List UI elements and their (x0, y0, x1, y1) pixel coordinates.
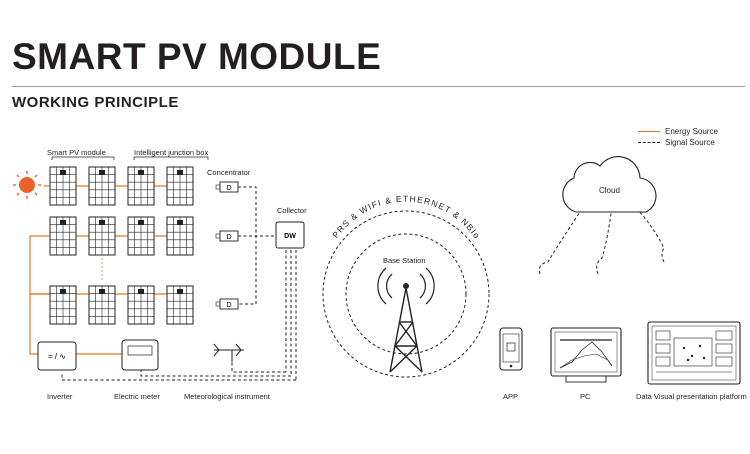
pc-label: PC (580, 392, 591, 401)
legend: Energy Source Signal Source (638, 126, 718, 148)
pv-module (166, 285, 194, 325)
page-subtitle: WORKING PRINCIPLE (12, 94, 179, 111)
pv-module (88, 285, 116, 325)
collector-device: DW (275, 221, 305, 249)
electric-meter-device (121, 339, 159, 371)
legend-signal: Signal Source (638, 137, 718, 148)
svg-text:DW: DW (284, 233, 296, 240)
signal-line-icon (638, 142, 660, 143)
meteorological-instrument-label: Meteorological instrument (184, 392, 270, 401)
svg-text:= / ∿: = / ∿ (48, 352, 66, 361)
pv-module (88, 216, 116, 256)
legend-energy-label: Energy Source (665, 127, 718, 136)
platform-screen-device (647, 321, 741, 385)
signal-wiring (61, 186, 665, 381)
pv-array (49, 166, 194, 325)
cloud-label: Cloud (599, 186, 620, 195)
pv-module (166, 216, 194, 256)
pv-module (127, 166, 155, 206)
pv-module (127, 216, 155, 256)
sun-icon (13, 171, 41, 199)
pc-monitor-device (550, 327, 622, 383)
platform-label: Data Visual presentation platform (636, 392, 747, 401)
app-label: APP (503, 392, 519, 401)
pv-module (127, 285, 155, 325)
app-phone-device (499, 327, 523, 371)
base-station-label: Base Station (383, 256, 426, 265)
concentrator-label: Concentrator (207, 168, 251, 177)
tower-icon (389, 287, 423, 373)
pv-module (88, 166, 116, 206)
energy-wiring (29, 185, 190, 355)
pv-module-label: Smart PV module (47, 148, 106, 157)
junction-box-label: Intelligent junction box (134, 148, 209, 157)
collector-label: Collector (277, 206, 307, 215)
energy-line-icon (638, 131, 660, 132)
pv-module (49, 166, 77, 206)
legend-signal-label: Signal Source (665, 138, 715, 147)
cloud-icon (562, 156, 657, 213)
page-title: SMART PV MODULE (12, 36, 382, 77)
meteorological-instrument-icon (213, 343, 244, 362)
electric-meter-label: Electric meter (114, 392, 160, 401)
concentrator-group (215, 181, 239, 310)
legend-energy: Energy Source (638, 126, 718, 137)
pv-module (49, 285, 77, 325)
base-station (322, 210, 490, 378)
pv-module (166, 166, 194, 206)
title-divider (12, 86, 745, 87)
inverter-label: Inverter (47, 392, 73, 401)
inverter-device: = / ∿ (37, 341, 77, 371)
pv-module (49, 216, 77, 256)
